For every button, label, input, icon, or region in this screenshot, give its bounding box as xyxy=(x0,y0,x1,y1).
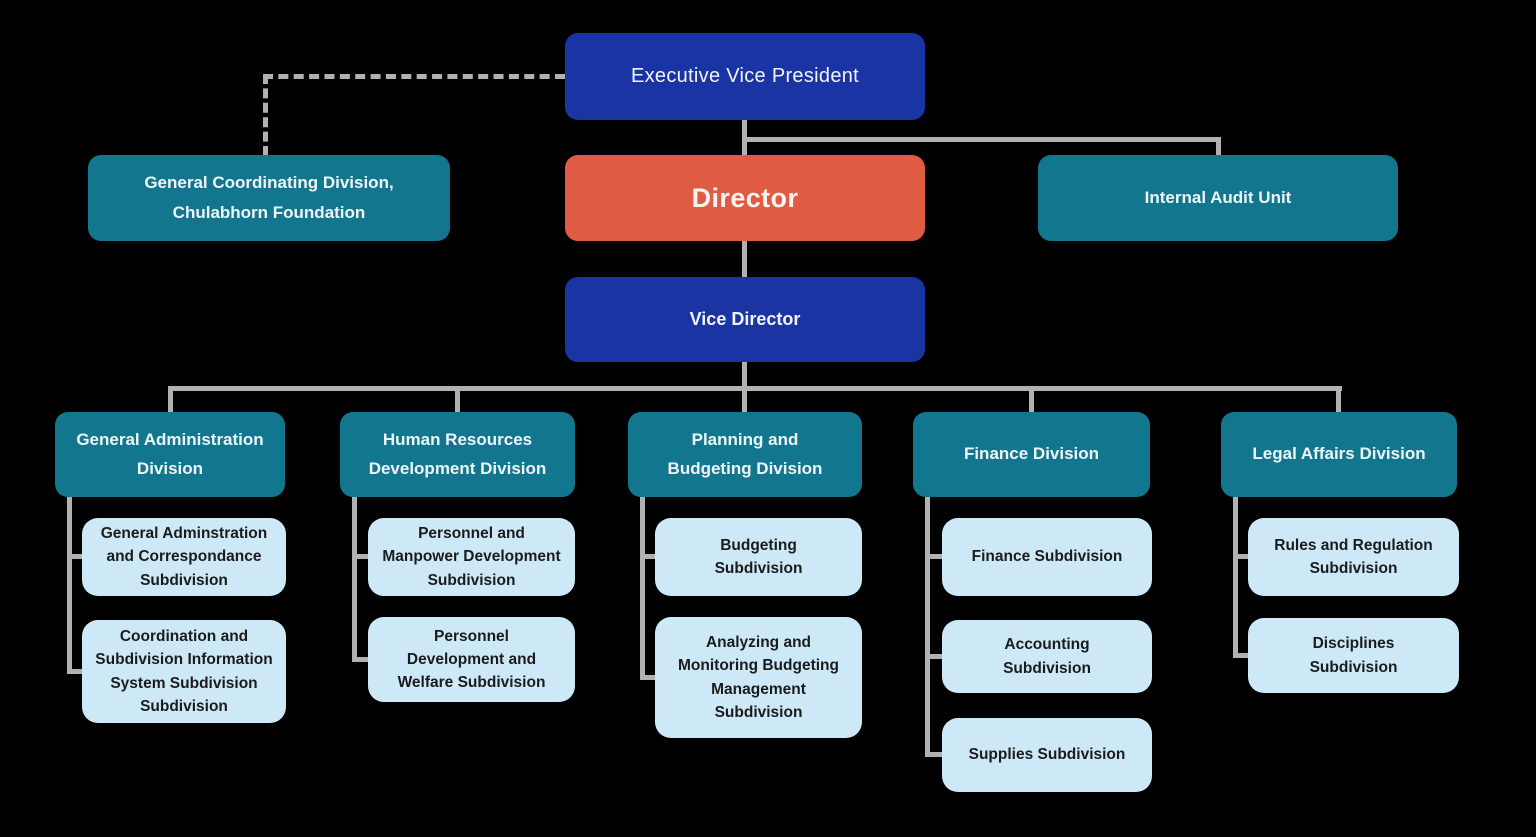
general-administration-division-label: General Administration Division xyxy=(76,430,264,478)
connector-col1-vertical xyxy=(67,497,72,674)
node-general-coordinating-division: General Coordinating Division, Chulabhor… xyxy=(88,155,450,241)
subdivision-label: General Adminstration and Correspondance… xyxy=(100,525,268,589)
subdivision-label: Personnel and Manpower Development Subdi… xyxy=(382,525,561,589)
connector-drop-division-1 xyxy=(168,386,173,413)
node-analyzing-monitoring-budgeting-subdivision: Analyzing and Monitoring Budgeting Manag… xyxy=(655,617,862,738)
connector-col4-vertical xyxy=(925,497,930,757)
connector-col2-stub-1 xyxy=(352,554,370,559)
subdivision-label: Analyzing and Monitoring Budgeting Manag… xyxy=(678,634,839,721)
node-general-adminstration-correspondance-subdivision: General Adminstration and Correspondance… xyxy=(82,518,286,596)
node-finance-subdivision: Finance Subdivision xyxy=(942,518,1152,596)
connector-col5-vertical xyxy=(1233,497,1238,658)
connector-drop-division-5 xyxy=(1336,386,1341,413)
connector-col2-vertical xyxy=(352,497,357,662)
node-legal-affairs-division: Legal Affairs Division xyxy=(1221,412,1457,497)
node-planning-and-budgeting-division: Planning and Budgeting Division xyxy=(628,412,862,497)
subdivision-label: Budgeting Subdivision xyxy=(714,536,803,577)
director-label: Director xyxy=(691,182,799,213)
node-budgeting-subdivision: Budgeting Subdivision xyxy=(655,518,862,596)
connector-drop-division-3 xyxy=(742,386,747,413)
subdivision-label: Rules and Regulation Subdivision xyxy=(1274,536,1433,577)
connector-col4-stub-2 xyxy=(925,654,944,659)
connector-col3-stub-1 xyxy=(640,554,657,559)
node-finance-division: Finance Division xyxy=(913,412,1150,497)
connector-dashed-vertical xyxy=(263,74,268,156)
connector-drop-division-4 xyxy=(1029,386,1034,413)
node-internal-audit-unit: Internal Audit Unit xyxy=(1038,155,1398,241)
node-executive-vice-president: Executive Vice President xyxy=(565,33,925,120)
connector-col5-stub-1 xyxy=(1233,554,1250,559)
executive-vice-president-label: Executive Vice President xyxy=(630,65,860,87)
node-coordination-information-system-subdivision: Coordination and Subdivision Information… xyxy=(82,620,286,723)
node-rules-and-regulation-subdivision: Rules and Regulation Subdivision xyxy=(1248,518,1459,596)
connector-distribution-horizontal xyxy=(168,386,1342,391)
connector-col1-stub-1 xyxy=(67,554,84,559)
node-human-resources-development-division: Human Resources Development Division xyxy=(340,412,575,497)
node-vice-director: Vice Director xyxy=(565,277,925,362)
internal-audit-unit-label: Internal Audit Unit xyxy=(1144,188,1292,207)
node-supplies-subdivision: Supplies Subdivision xyxy=(942,718,1152,792)
connector-branch-audit-vertical xyxy=(1216,137,1221,156)
connector-branch-audit-horizontal xyxy=(742,137,1221,142)
vice-director-label: Vice Director xyxy=(689,309,801,329)
connector-director-vice xyxy=(742,241,747,278)
general-coordinating-division-label: General Coordinating Division, Chulabhor… xyxy=(144,173,394,222)
node-director: Director xyxy=(565,155,925,241)
subdivision-label: Personnel Development and Welfare Subdiv… xyxy=(397,627,546,692)
subdivision-label: Finance Subdivision xyxy=(971,548,1123,566)
connector-col1-stub-2 xyxy=(67,669,84,674)
connector-dashed-horizontal xyxy=(263,74,565,79)
connector-col3-stub-2 xyxy=(640,675,657,680)
finance-division-label: Finance Division xyxy=(963,444,1100,464)
connector-vice-spine xyxy=(742,362,747,391)
connector-drop-division-2 xyxy=(455,386,460,413)
subdivision-label: Coordination and Subdivision Information… xyxy=(95,628,273,715)
subdivision-label: Disciplines Subdivision xyxy=(1309,635,1398,676)
connector-col2-stub-2 xyxy=(352,657,370,662)
node-disciplines-subdivision: Disciplines Subdivision xyxy=(1248,618,1459,693)
subdivision-label: Supplies Subdivision xyxy=(968,746,1126,764)
node-accounting-subdivision: Accounting Subdivision xyxy=(942,620,1152,693)
planning-and-budgeting-division-label: Planning and Budgeting Division xyxy=(667,430,823,478)
legal-affairs-division-label: Legal Affairs Division xyxy=(1252,444,1426,464)
node-personnel-manpower-development-subdivision: Personnel and Manpower Development Subdi… xyxy=(368,518,575,596)
connector-col3-vertical xyxy=(640,497,645,680)
subdivision-label: Accounting Subdivision xyxy=(1003,636,1091,677)
connector-col4-stub-1 xyxy=(925,554,944,559)
node-personnel-development-welfare-subdivision: Personnel Development and Welfare Subdiv… xyxy=(368,617,575,702)
human-resources-development-division-label: Human Resources Development Division xyxy=(368,430,547,478)
connector-col4-stub-3 xyxy=(925,752,944,757)
connector-col5-stub-2 xyxy=(1233,653,1250,658)
node-general-administration-division: General Administration Division xyxy=(55,412,285,497)
